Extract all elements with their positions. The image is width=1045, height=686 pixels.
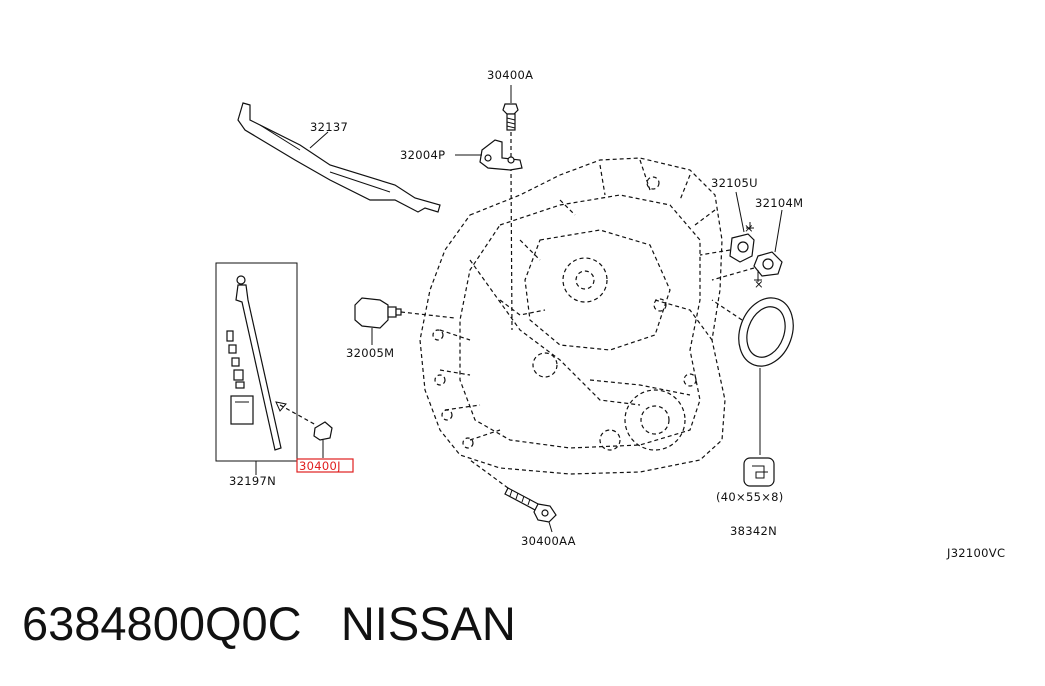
highlight-box — [296, 458, 354, 473]
transmission-housing — [419, 157, 726, 475]
part-32004P-bracket — [455, 139, 523, 171]
diagram-reference-code: J32100VC — [946, 546, 1005, 560]
label-32005M: 32005M — [346, 346, 394, 360]
part-32105U-32104M: × × — [699, 191, 783, 291]
label-32197N: 32197N — [229, 474, 276, 488]
part-38342N-seal — [711, 297, 794, 487]
part-32137-bracket — [237, 102, 441, 213]
label-32004P: 32004P — [400, 148, 445, 162]
label-30400A: 30400A — [487, 68, 533, 82]
label-38342N: 38342N — [730, 524, 777, 538]
svg-text:×: × — [754, 277, 764, 291]
label-32104M: 32104M — [755, 196, 803, 210]
label-32105U: 32105U — [711, 176, 758, 190]
label-30400J: 30400J — [299, 459, 341, 473]
part-32005M-switch — [354, 297, 456, 345]
part-30400AA-bolt — [469, 459, 557, 533]
part-caption: 6384800Q0C NISSAN — [22, 596, 516, 651]
part-30400J-plug — [296, 421, 354, 473]
svg-text:×: × — [744, 221, 754, 235]
part-30400A-bolt — [502, 85, 519, 331]
part-number: 6384800Q0C — [22, 597, 302, 650]
brand-name: NISSAN — [340, 597, 516, 650]
label-seal-dimensions: (40×55×8) — [716, 490, 784, 504]
label-32137: 32137 — [310, 120, 348, 134]
part-32197N-kit — [215, 262, 317, 475]
label-30400AA: 30400AA — [521, 534, 576, 548]
